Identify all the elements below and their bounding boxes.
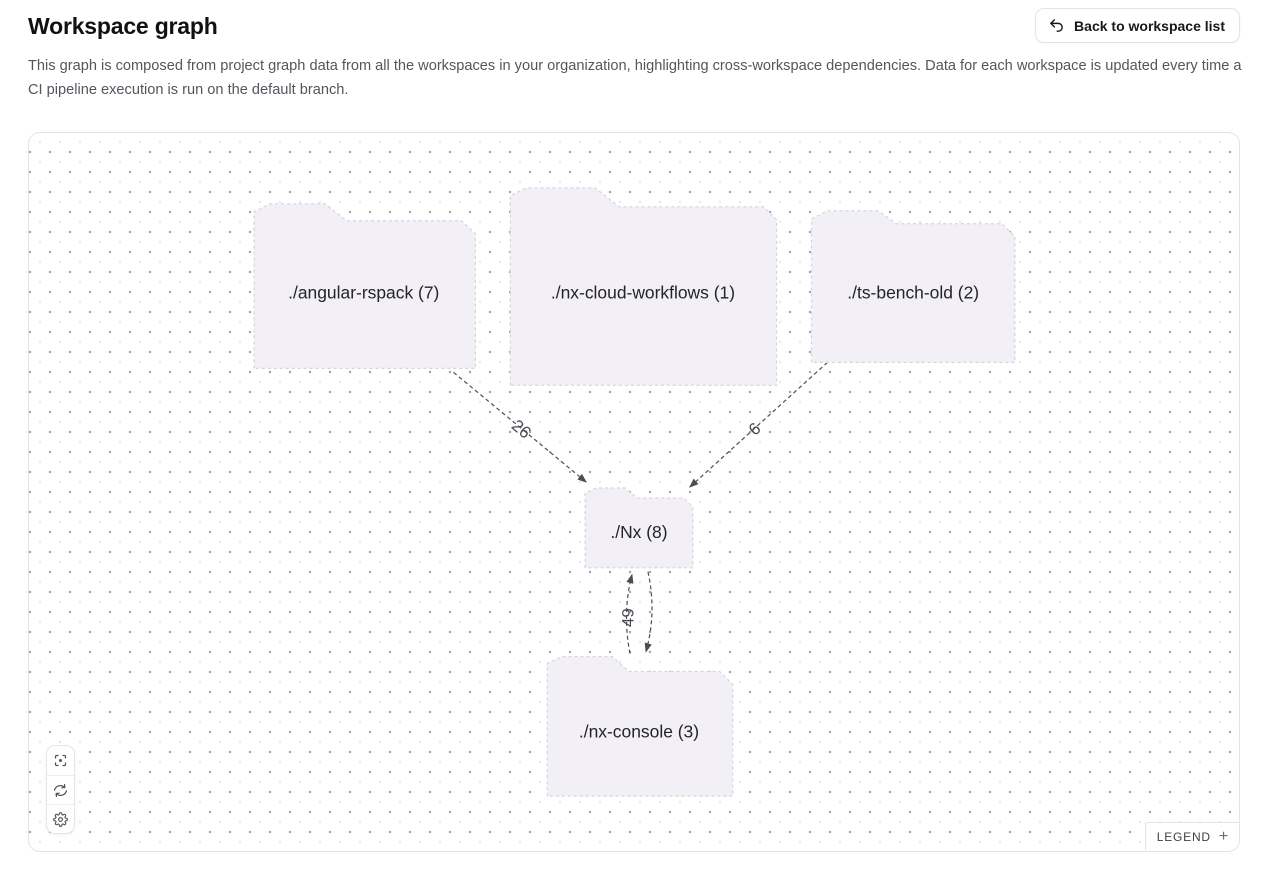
- edge-count-label: 6: [745, 419, 765, 440]
- gear-icon: [53, 811, 68, 827]
- back-to-workspace-list-button[interactable]: Back to workspace list: [1035, 8, 1240, 43]
- graph-node-nx-console[interactable]: ./nx-console (3): [546, 655, 734, 797]
- edge-count-label: 26: [508, 416, 535, 443]
- undo-arrow-icon: [1048, 17, 1065, 34]
- edge-count-label: 49: [619, 608, 638, 627]
- node-label: ./Nx (8): [610, 522, 667, 542]
- graph-node-angular-rspack[interactable]: ./angular-rspack (7): [253, 203, 477, 369]
- plus-icon: +: [1218, 827, 1229, 845]
- focus-icon: [53, 753, 68, 768]
- refresh-icon: [53, 783, 68, 798]
- page-description: This graph is composed from project grap…: [28, 58, 1242, 98]
- edge-angular-rspack-to-nx[interactable]: 26: [453, 371, 587, 483]
- node-label: ./nx-console (3): [579, 721, 699, 741]
- legend-toggle-button[interactable]: LEGEND +: [1145, 822, 1239, 851]
- node-label: ./nx-cloud-workflows (1): [551, 283, 735, 303]
- settings-button[interactable]: [47, 804, 74, 833]
- graph-node-nx-cloud-workflows[interactable]: ./nx-cloud-workflows (1): [509, 187, 778, 386]
- graph-node-nx[interactable]: ./Nx (8): [584, 487, 694, 569]
- focus-view-button[interactable]: [47, 746, 74, 775]
- back-button-label: Back to workspace list: [1074, 17, 1225, 34]
- graph-toolbar: [46, 745, 75, 834]
- graph-svg: 26 6 49 ./angular-rspack (7) ./nx-cloud-…: [253, 187, 1016, 797]
- edge-nx-console-to-nx-bidirectional[interactable]: 49: [619, 571, 653, 654]
- graph-node-ts-bench-old[interactable]: ./ts-bench-old (2): [810, 210, 1016, 363]
- node-label: ./ts-bench-old (2): [847, 283, 979, 303]
- page-header: Workspace graph Back to workspace list: [28, 8, 1240, 43]
- legend-label: LEGEND: [1156, 830, 1211, 844]
- refresh-graph-button[interactable]: [47, 775, 74, 804]
- workspace-graph-canvas[interactable]: 26 6 49 ./angular-rspack (7) ./nx-cloud-…: [28, 132, 1240, 852]
- page-title: Workspace graph: [28, 13, 218, 39]
- node-label: ./angular-rspack (7): [288, 283, 439, 303]
